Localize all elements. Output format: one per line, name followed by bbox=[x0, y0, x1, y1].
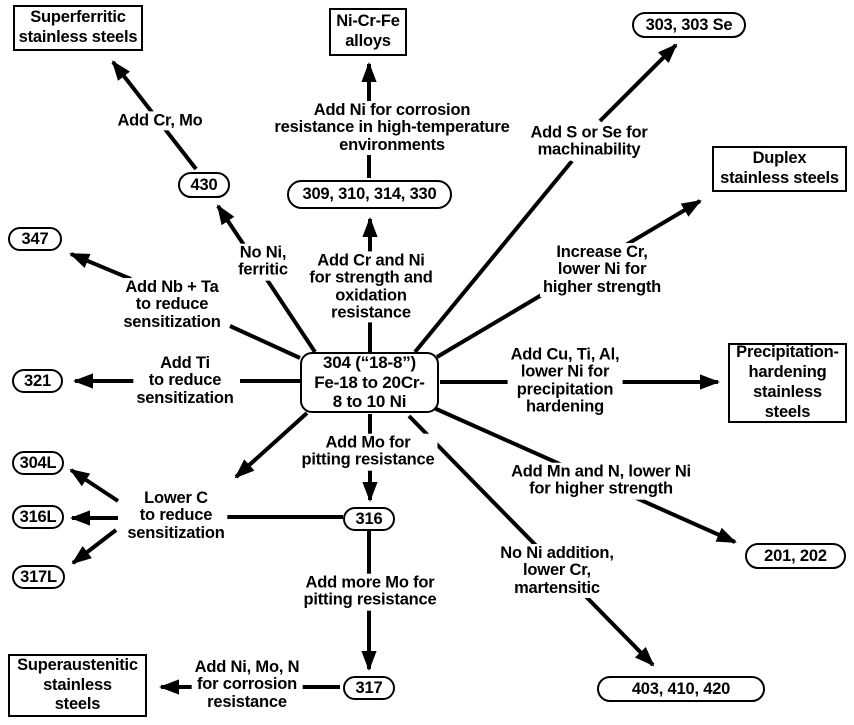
grade-oval-201-202: 201, 202 bbox=[745, 543, 846, 569]
family-box-ni-cr-fe: Ni-Cr-Fe alloys bbox=[329, 8, 407, 56]
grade-oval-316l: 316L bbox=[12, 505, 64, 529]
edge-label-add-s-or-se: Add S or Se for machinability bbox=[527, 123, 651, 161]
edge-label-increase-cr: Increase Cr, lower Ni for higher strengt… bbox=[539, 243, 665, 297]
edge-label-add-cu-ti-al: Add Cu, Ti, Al, lower Ni for precipitati… bbox=[507, 345, 623, 417]
grade-oval-317l: 317L bbox=[12, 565, 65, 589]
grade-oval-303: 303, 303 Se bbox=[632, 12, 746, 38]
line-304-to-nbta bbox=[229, 324, 301, 360]
grade-oval-347: 347 bbox=[8, 227, 62, 251]
edge-label-add-cr-and-ni: Add Cr and Ni for strength and oxidation… bbox=[306, 251, 436, 323]
arrow-lower-c-to-304l bbox=[69, 468, 120, 503]
family-box-precipitation-hardening: Precipitation- hardening stainless steel… bbox=[728, 343, 847, 423]
grade-oval-304l: 304L bbox=[12, 451, 64, 475]
edge-label-lower-c: Lower C to reduce sensitization bbox=[124, 489, 228, 543]
arrow-304-to-303-upper bbox=[598, 43, 678, 123]
family-box-superaustenitic: Superaustenitic stainless steels bbox=[8, 654, 147, 717]
grade-oval-403-410-420: 403, 410, 420 bbox=[597, 676, 765, 702]
edge-label-no-ni-addition: No Ni addition, lower Cr, martensitic bbox=[497, 544, 617, 598]
line-304-to-303-lower bbox=[413, 159, 574, 354]
edge-label-add-mo: Add Mo for pitting resistance bbox=[298, 433, 438, 471]
edge-label-add-mn-and-n: Add Mn and N, lower Ni for higher streng… bbox=[508, 462, 694, 500]
grade-oval-321: 321 bbox=[12, 369, 63, 393]
arrow-304-to-403 bbox=[407, 414, 655, 667]
family-box-duplex: Duplex stainless steels bbox=[712, 146, 847, 192]
family-box-superferritic: Superferritic stainless steels bbox=[13, 5, 143, 51]
grade-oval-317: 317 bbox=[343, 676, 395, 700]
grade-oval-316: 316 bbox=[343, 507, 395, 531]
arrow-nbta-to-347 bbox=[69, 252, 132, 281]
edge-label-add-nb-ta: Add Nb + Ta to reduce sensitization bbox=[120, 278, 224, 332]
edge-label-add-more-mo: Add more Mo for pitting resistance bbox=[300, 573, 440, 611]
grade-oval-309-310-314-330: 309, 310, 314, 330 bbox=[287, 180, 452, 209]
edge-label-add-ti: Add Ti to reduce sensitization bbox=[133, 354, 237, 408]
edge-label-add-ni-corrosion: Add Ni for corrosion resistance in high-… bbox=[271, 101, 513, 155]
arrow-lower-c-to-317l bbox=[71, 528, 118, 565]
edge-label-add-ni-mo-n: Add Ni, Mo, N for corrosion resistance bbox=[191, 658, 303, 712]
grade-oval-430: 430 bbox=[178, 172, 230, 198]
edge-label-add-cr-mo: Add Cr, Mo bbox=[114, 111, 206, 131]
center-node-304: 304 (“18-8”) Fe-18 to 20Cr- 8 to 10 Ni bbox=[300, 352, 439, 413]
arrow-304-to-lower-c bbox=[234, 411, 309, 479]
edge-label-no-ni-ferritic: No Ni, ferritic bbox=[235, 243, 291, 281]
